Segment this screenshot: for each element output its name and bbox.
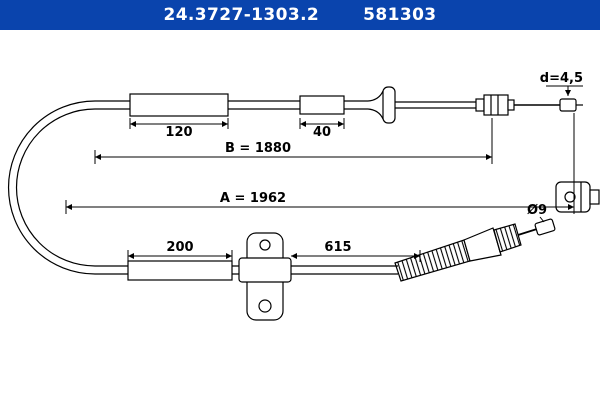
bottom-sleeve-200 xyxy=(127,260,233,281)
top-sleeve-120 xyxy=(129,93,229,117)
top-sleeve-40 xyxy=(299,95,345,115)
dim-200-label: 200 xyxy=(166,240,193,255)
top-cable-run xyxy=(7,100,476,275)
mounting-bracket xyxy=(238,232,292,321)
spring-band xyxy=(394,239,471,282)
dim-40 xyxy=(299,118,345,129)
top-boot xyxy=(367,86,396,124)
dim-615-label: 615 xyxy=(324,240,351,255)
u-loop-inner xyxy=(15,108,96,267)
bracket-hole-bottom xyxy=(258,299,272,313)
dim-o9-leader xyxy=(539,216,545,223)
header-bar: 24.3727-1303.2 581303 xyxy=(0,0,600,30)
dim-120-label: 120 xyxy=(165,125,192,140)
dim-b-label: B = 1880 xyxy=(225,141,291,156)
boot-flange xyxy=(382,86,396,124)
end-cap xyxy=(493,223,522,253)
top-end-nipple xyxy=(559,98,583,112)
dim-a xyxy=(65,113,575,214)
brake-cable-diagram: 120 40 B = 1880 A = 1962 200 615 d=4,5 xyxy=(7,71,600,321)
dim-o9-label: Ø9 xyxy=(527,203,547,218)
drawing-area: 120 40 B = 1880 A = 1962 200 615 d=4,5 xyxy=(0,30,600,400)
dim-200 xyxy=(127,250,233,262)
dim-a-label: A = 1962 xyxy=(220,191,286,206)
dim-d45-label: d=4,5 xyxy=(540,71,583,86)
dim-40-label: 40 xyxy=(313,125,331,140)
dim-d45 xyxy=(546,85,583,96)
dim-615 xyxy=(291,250,421,262)
bottom-inner-wire xyxy=(517,228,538,236)
bracket-hole-top xyxy=(259,239,271,251)
dim-120 xyxy=(129,118,229,129)
part-number: 24.3727-1303.2 xyxy=(163,5,320,25)
reference-number: 581303 xyxy=(363,5,437,25)
adjuster-fitting xyxy=(475,94,515,116)
bracket-bushing xyxy=(238,257,292,283)
flex-spring-section xyxy=(394,218,556,282)
bottom-end-nipple xyxy=(534,218,556,236)
dim-b xyxy=(94,118,493,164)
cone-boot xyxy=(463,227,502,262)
u-loop-outer xyxy=(7,100,96,275)
